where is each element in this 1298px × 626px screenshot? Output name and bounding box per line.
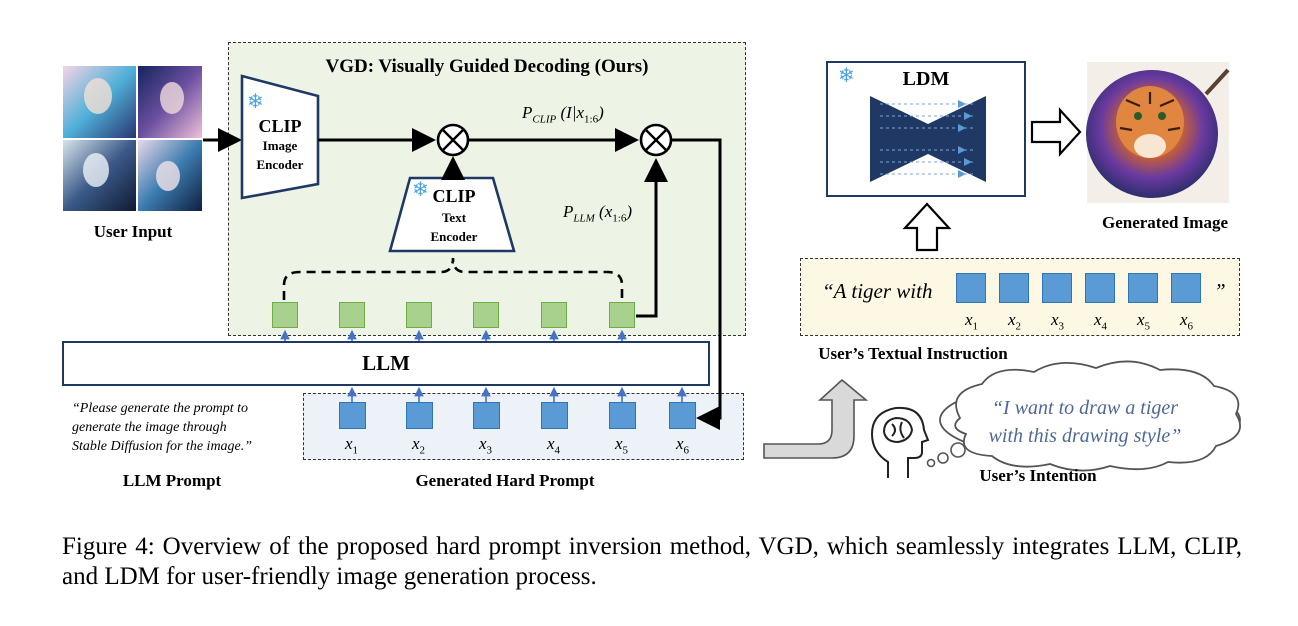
ldm-unet-overlay (870, 96, 986, 182)
llm-label: LLM (362, 351, 410, 375)
green-token (541, 302, 567, 328)
instruction-token (956, 273, 986, 303)
green-token (473, 302, 499, 328)
instruction-token-label: x5 (1137, 310, 1151, 333)
hard-prompt-token (406, 402, 433, 429)
green-token (272, 302, 298, 328)
tokens-to-llm-arrows (347, 386, 687, 402)
green-token (609, 302, 635, 328)
instruction-token (1042, 273, 1072, 303)
llm-prompt-text: “Please generate the prompt to generate … (72, 401, 253, 454)
green-token (406, 302, 432, 328)
hard-prompt-token (541, 402, 568, 429)
token-label: x6 (676, 434, 690, 457)
hard-prompt-token (669, 402, 696, 429)
instruction-token-label: x6 (1180, 310, 1194, 333)
intention-text: “I want to draw a tiger with this drawin… (988, 397, 1182, 447)
vgd-title: VGD: Visually Guided Decoding (Ours) (325, 56, 649, 77)
hard-prompt-label: Generated Hard Prompt (415, 471, 595, 490)
figure-caption: Figure 4: Overview of the proposed hard … (62, 533, 1242, 590)
green-token (339, 302, 365, 328)
generated-image (1086, 62, 1230, 203)
intention-to-instruction-arrow (763, 378, 869, 459)
generated-image-label: Generated Image (1101, 213, 1229, 232)
user-input-images (63, 66, 202, 211)
multiply-node-2 (639, 123, 673, 157)
instruction-label: User’s Textual Instruction (818, 344, 1008, 363)
multiply-node-1 (436, 123, 470, 157)
clip-image-encoder-shape (240, 74, 320, 200)
user-input-label: User Input (93, 222, 173, 241)
token-label: x3 (479, 434, 493, 457)
clip-text-encoder-line1: Text (441, 210, 467, 225)
hard-prompt-token (609, 402, 636, 429)
token-label: x4 (547, 434, 561, 457)
clip-text-encoder-title: CLIP (432, 186, 476, 206)
instruction-token-label: x3 (1051, 310, 1065, 333)
instruction-token (1171, 273, 1201, 303)
intention-label: User’s Intention (979, 466, 1097, 485)
clip-text-encoder-shape (388, 176, 516, 253)
frozen-snowflake-icon: ❄ (412, 179, 429, 201)
instruction-token (1085, 273, 1115, 303)
hard-prompt-token (473, 402, 500, 429)
llm-box (62, 341, 710, 386)
hard-prompt-token (339, 402, 366, 429)
instruction-open-quote: “A tiger with (822, 279, 933, 303)
token-label: x2 (412, 434, 426, 457)
instruction-token-label: x1 (965, 310, 979, 333)
token-label: x1 (345, 434, 359, 457)
clip-image-encoder-title: CLIP (258, 116, 302, 136)
instruction-token-label: x4 (1094, 310, 1108, 333)
token-label: x5 (615, 434, 629, 457)
p-clip-label: PCLIP (I|x1:6) (522, 103, 604, 126)
frozen-snowflake-icon: ❄ (247, 91, 264, 113)
head-brain-icon (870, 406, 930, 478)
clip-text-encoder-line2: Encoder (430, 229, 478, 244)
instruction-token (999, 273, 1029, 303)
instruction-close-quote: ” (1214, 279, 1226, 303)
clip-image-encoder-line1: Image (262, 138, 298, 153)
ldm-label: LDM (902, 68, 950, 90)
llm-to-green-arrows (280, 329, 627, 341)
instruction-token-label: x2 (1008, 310, 1022, 333)
clip-image-encoder-line2: Encoder (256, 157, 304, 172)
p-llm-label: PLLM (x1:6) (563, 202, 632, 225)
instruction-token (1128, 273, 1158, 303)
ldm-to-image-arrow (1030, 107, 1082, 157)
llm-prompt-label: LLM Prompt (122, 471, 222, 490)
instruction-to-ldm-arrow (902, 202, 952, 252)
frozen-snowflake-icon: ❄ (838, 65, 855, 87)
